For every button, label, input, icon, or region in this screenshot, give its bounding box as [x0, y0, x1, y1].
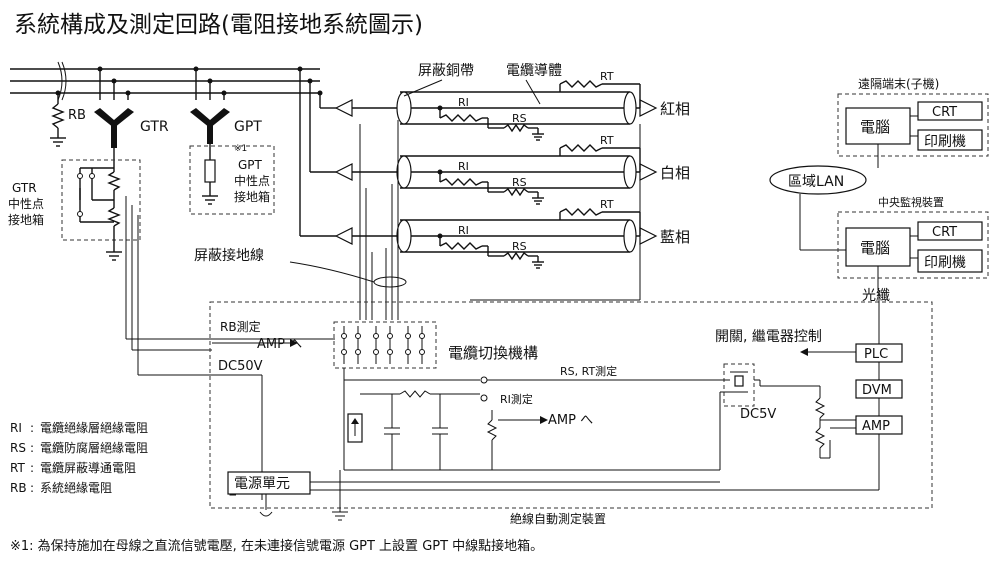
central-crt-box — [917, 221, 983, 241]
gtr-box-line2: 中性点 — [8, 196, 44, 211]
central-crt-label: CRT — [932, 225, 957, 240]
legend-desc-3: 系統絕緣電阻 — [40, 481, 112, 495]
ri-label-white: RI — [458, 160, 469, 173]
lan-ellipse — [769, 165, 867, 195]
phase-red-label: 紅相 — [660, 100, 690, 118]
rs-label-white: RS — [512, 176, 527, 189]
remote-computer-box — [845, 107, 911, 145]
central-monitor: 中央監視裝置 電腦 CRT 印刷機 — [837, 195, 989, 290]
gtr-box-line3: 接地箱 — [8, 212, 44, 227]
amp-to-label-2: AMP へ — [548, 413, 593, 428]
ri-label-red: RI — [458, 96, 469, 109]
footnote: ※1: 為保持施加在母線之直流信號電壓, 在未連接信號電源 GPT 上設置 GP… — [10, 538, 543, 554]
phase-blue-label: 藍相 — [660, 228, 690, 246]
rt-label-blue: RT — [600, 198, 614, 211]
lan-label: 區域LAN — [788, 174, 844, 190]
legend-sym-1: RS — [10, 441, 26, 455]
amp-label: AMP — [862, 419, 890, 434]
remote-label: 遠隔端末(子機) — [858, 76, 939, 91]
legend-colon-0: : — [30, 421, 34, 435]
remote-printer-box — [917, 129, 983, 151]
switch-mechanism-label: 電纜切換機構 — [448, 344, 538, 362]
remote-printer-label: 印刷機 — [924, 134, 966, 150]
measurement-circuit: RS, RT測定 RI測定 AMP へ — [332, 364, 720, 521]
rb-measure-block: RB測定 AMP へ DC50V — [212, 319, 302, 374]
rs-label-red: RS — [512, 112, 527, 125]
gpt-box-line1: GPT — [238, 158, 263, 172]
cable-red-phase: 紅相 RI RS RT — [334, 70, 690, 141]
legend-colon-3: : — [30, 481, 34, 495]
legend-colon-1: : — [30, 441, 34, 455]
gtr-label: GTR — [140, 119, 169, 135]
ri-measure-label: RI測定 — [500, 392, 533, 406]
bus-bars — [10, 61, 320, 101]
legend-desc-1: 電纜防腐層絕緣電阻 — [40, 440, 148, 455]
dc5v-label: DC5V — [740, 407, 776, 422]
central-label: 中央監視裝置 — [878, 195, 944, 209]
page-title: 系統構成及測定回路(電阻接地系統圖示) — [14, 12, 423, 38]
power-unit: 電源單元 — [227, 471, 311, 517]
remote-crt-box — [917, 101, 983, 121]
note-mark: ※1 — [234, 144, 247, 154]
gpt-neutral-box: GPT 中性点 接地箱 — [189, 144, 275, 215]
rb-resistor: RB — [50, 90, 86, 147]
fiber-label: 光纖 — [862, 288, 890, 304]
phase-feeders — [297, 66, 336, 237]
gpt-transformer: GPT ※1 — [190, 66, 262, 154]
conductor-label: 電纜導體 — [506, 62, 562, 79]
ri-label-blue: RI — [458, 224, 469, 237]
central-computer-box — [845, 227, 911, 267]
plc-label: PLC — [864, 347, 888, 362]
rs-label-blue: RS — [512, 240, 527, 253]
shield-tape-label: 屏蔽銅帶 — [418, 63, 474, 79]
legend-desc-0: 電纜絕緣層絕緣電阻 — [40, 421, 148, 435]
phase-white-label: 白相 — [660, 164, 690, 182]
cable-blue-phase: 藍相 RI RS RT — [334, 198, 690, 269]
dc5v-relay: DC5V — [719, 363, 820, 470]
shield-ground-label: 屏蔽接地線 — [194, 247, 264, 264]
gpt-box-line2: 中性点 — [234, 173, 270, 188]
gtr-leads — [125, 196, 335, 500]
rs-rt-measure-label: RS, RT測定 — [560, 364, 617, 378]
switch-relay-label: 開關, 繼電器控制 — [715, 329, 822, 345]
remote-terminal: 遠隔端末(子機) 電腦 CRT 印刷機 — [837, 76, 989, 168]
remote-computer-label: 電腦 — [860, 118, 890, 136]
dc50v-label: DC50V — [218, 359, 263, 374]
legend-sym-3: RB — [10, 481, 27, 495]
dvm-label: DVM — [862, 383, 892, 398]
gtr-transformer: GTR — [94, 66, 169, 165]
gtr-neutral-box: GTR 中性点 接地箱 — [8, 159, 141, 261]
central-printer-label: 印刷機 — [924, 255, 966, 271]
cable-switch-mechanism: 電纜切換機構 — [333, 321, 538, 369]
amp-to-label: AMP へ — [257, 337, 302, 352]
power-unit-label: 電源單元 — [234, 476, 290, 492]
control-stack: 開關, 繼電器控制 PLC DVM AMP — [310, 290, 903, 491]
legend: RI : 電纜絕緣層絕緣電阻 RS : 電纜防腐層絕緣電阻 RT : 電纜屏蔽導… — [10, 421, 148, 495]
legend-colon-2: : — [30, 461, 34, 475]
gpt-box-line3: 接地箱 — [234, 189, 270, 204]
rt-label-white: RT — [600, 134, 614, 147]
remote-crt-label: CRT — [932, 105, 957, 120]
rb-label: RB — [68, 108, 86, 123]
device-label: 絶線自動測定裝置 — [510, 511, 606, 526]
shield-ground-lines: 屏蔽接地線 — [194, 120, 641, 320]
legend-sym-0: RI — [10, 421, 22, 435]
legend-desc-2: 電纜屏蔽導通電阻 — [40, 461, 136, 475]
rt-label-red: RT — [600, 70, 614, 83]
legend-sym-2: RT — [10, 461, 25, 475]
central-computer-label: 電腦 — [860, 239, 890, 257]
gpt-label: GPT — [234, 119, 262, 135]
gtr-box-line1: GTR — [12, 181, 37, 195]
cable-white-phase: 白相 RI RS RT — [334, 134, 690, 205]
rb-measure-label: RB測定 — [220, 319, 261, 334]
central-printer-box — [917, 249, 983, 273]
measurement-device-frame — [209, 301, 933, 509]
